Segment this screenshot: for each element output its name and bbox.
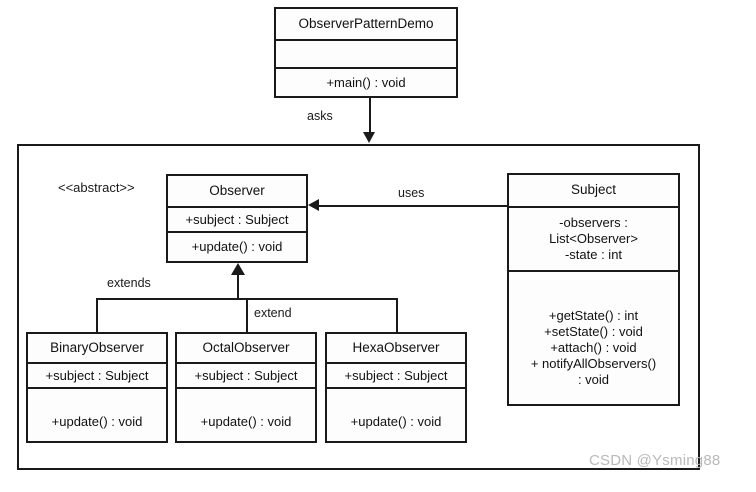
attribute-line: +subject : Subject <box>194 367 298 383</box>
class-operations-octalobserver: +update() : void <box>177 389 315 441</box>
generalization-drop-binaryobserver <box>96 298 98 332</box>
class-name-subject: Subject <box>509 175 678 208</box>
class-box-observer[interactable]: Observer +subject : Subject +update() : … <box>166 174 308 263</box>
class-box-hexaobserver[interactable]: HexaObserver +subject : Subject +update(… <box>325 332 467 443</box>
attribute-line: +subject : Subject <box>344 367 448 383</box>
class-operations-observerpatterndemo: +main() : void <box>276 69 456 96</box>
generalization-drop-octalobserver <box>246 298 248 332</box>
attribute-line: -state : int <box>564 246 623 262</box>
class-operations-binaryobserver: +update() : void <box>28 389 166 441</box>
class-operations-hexaobserver: +update() : void <box>327 389 465 441</box>
edge-label-extend: extend <box>252 306 294 320</box>
operation-line: +update() : void <box>191 239 283 255</box>
edge-label-extends: extends <box>105 276 153 290</box>
generalization-drop-hexaobserver <box>396 298 398 332</box>
generalization-arrowhead <box>231 263 245 275</box>
operation-line: +update() : void <box>51 414 143 430</box>
operation-line: +getState() : int <box>548 308 639 324</box>
class-attributes-hexaobserver: +subject : Subject <box>327 364 465 389</box>
watermark-text: CSDN @Ysming88 <box>589 452 721 469</box>
attribute-line: -observers : <box>559 215 628 231</box>
attribute-line: +subject : Subject <box>45 367 149 383</box>
edge-asks-arrowhead <box>363 132 375 143</box>
class-attributes-subject: -observers : List<Observer> -state : int <box>509 208 678 272</box>
generalization-stem <box>237 274 239 298</box>
stereotype-abstract-label: <<abstract>> <box>58 180 135 195</box>
operation-line: + notifyAllObservers() <box>530 355 657 371</box>
operation-line: +update() : void <box>200 414 292 430</box>
class-attributes-binaryobserver: +subject : Subject <box>28 364 166 389</box>
class-attributes-octalobserver: +subject : Subject <box>177 364 315 389</box>
class-name-observerpatterndemo: ObserverPatternDemo <box>276 9 456 41</box>
class-name-hexaobserver: HexaObserver <box>327 334 465 364</box>
class-name-observer: Observer <box>168 176 306 208</box>
operation-line: +update() : void <box>350 414 442 430</box>
class-name-octalobserver: OctalObserver <box>177 334 315 364</box>
class-attributes-observer: +subject : Subject <box>168 208 306 233</box>
edge-uses-arrowhead <box>308 199 319 211</box>
class-name-binaryobserver: BinaryObserver <box>28 334 166 364</box>
operation-line: +main() : void <box>326 74 406 90</box>
class-attributes-observerpatterndemo <box>276 41 456 69</box>
package-frame <box>17 144 700 470</box>
edge-uses-line <box>319 205 507 207</box>
class-box-observerpatterndemo[interactable]: ObserverPatternDemo +main() : void <box>274 7 458 98</box>
class-operations-observer: +update() : void <box>168 233 306 261</box>
edge-label-uses: uses <box>396 186 427 200</box>
class-box-octalobserver[interactable]: OctalObserver +subject : Subject +update… <box>175 332 317 443</box>
operation-line: +attach() : void <box>550 340 637 356</box>
class-operations-subject: +getState() : int +setState() : void +at… <box>509 272 678 404</box>
edge-asks-line <box>369 98 371 133</box>
edge-label-asks: asks <box>305 109 335 123</box>
attribute-line: List<Observer> <box>549 231 638 247</box>
operation-line: +setState() : void <box>544 324 643 340</box>
attribute-line: +subject : Subject <box>185 211 289 227</box>
operation-line: : void <box>577 371 610 387</box>
class-box-subject[interactable]: Subject -observers : List<Observer> -sta… <box>507 173 680 406</box>
class-box-binaryobserver[interactable]: BinaryObserver +subject : Subject +updat… <box>26 332 168 443</box>
